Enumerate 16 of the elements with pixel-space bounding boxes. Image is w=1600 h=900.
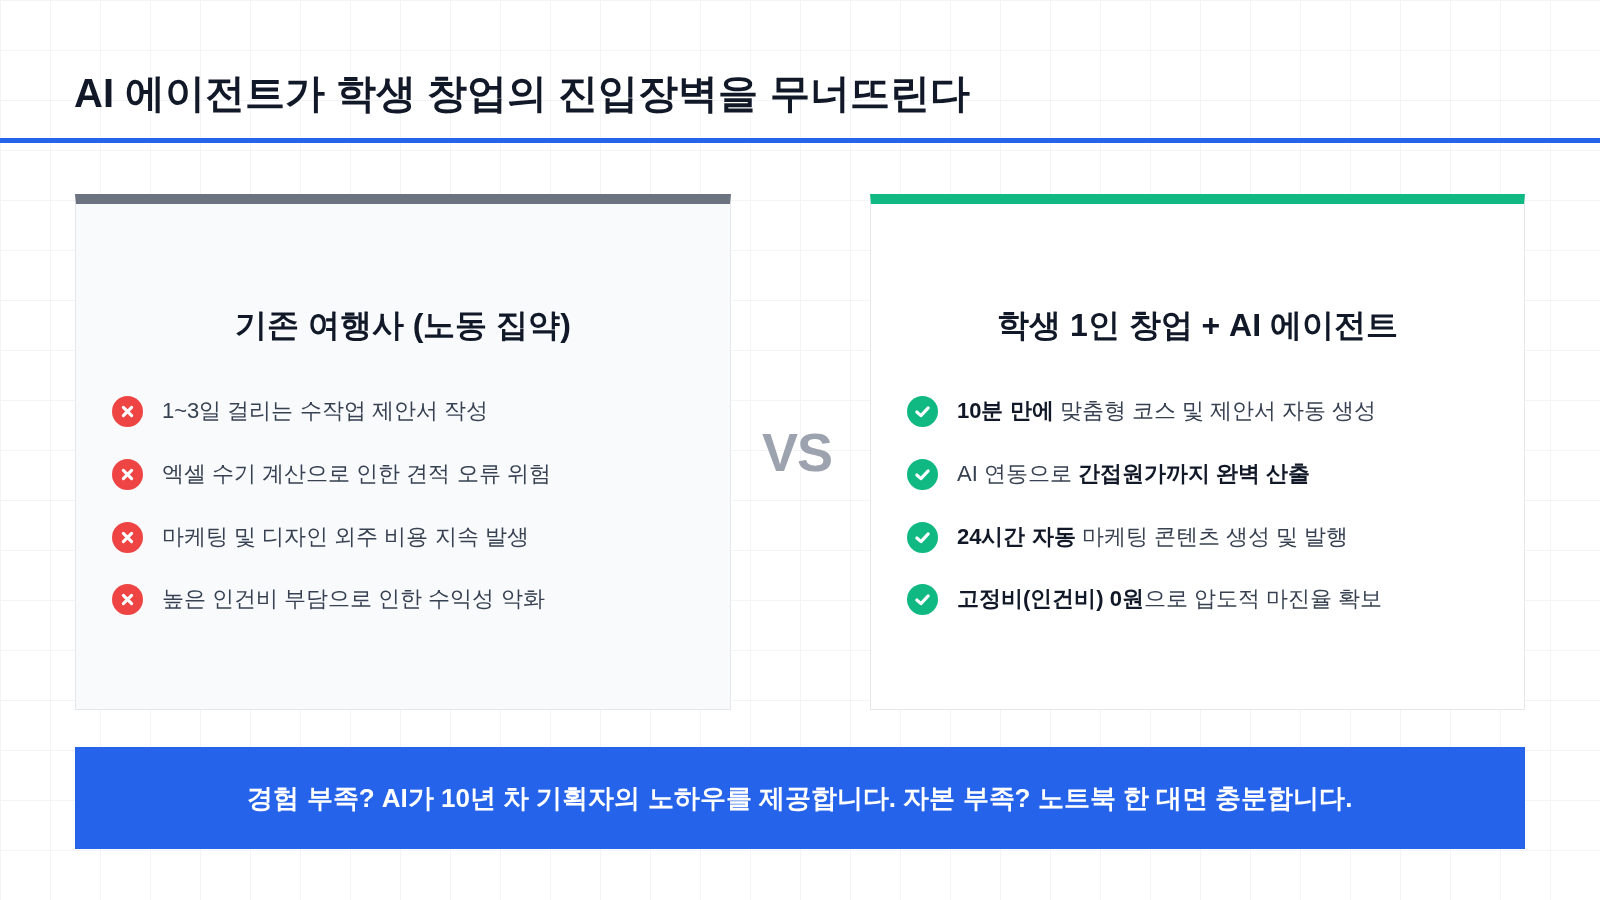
list-item-text: 높은 인건비 부담으로 인한 수익성 악화 xyxy=(162,585,545,613)
banner-text: 경험 부족? AI가 10년 차 기획자의 노하우를 제공합니다. 자본 부족? 노트북 한 대면 충분합니다. xyxy=(246,782,1354,815)
list-item-text: 10분 만에 맞춤형 코스 및 제안서 자동 생성 xyxy=(957,397,1377,425)
panel-heading: 학생 1인 창업 + AI 에이전트 xyxy=(996,306,1399,345)
list-item-text: AI 연동으로 간접원가까지 완벽 산출 xyxy=(957,460,1311,488)
list-item-text: 엑셀 수기 계산으로 인한 견적 오류 위험 xyxy=(162,460,551,488)
slide-title: AI 에이전트가 학생 창업의 진입장벽을 무너뜨린다 xyxy=(74,70,970,117)
list-item-text: 1~3일 걸리는 수작업 제안서 작성 xyxy=(162,397,488,425)
panel-heading: 기존 여행사 (노동 집약) xyxy=(234,306,572,345)
list-item-text: 고정비(인건비) 0원으로 압도적 마진율 확보 xyxy=(957,585,1383,613)
callout-banner xyxy=(75,747,1525,849)
list-item-text: 24시간 자동 마케팅 콘텐츠 생성 및 발행 xyxy=(957,523,1349,551)
comparison-panel xyxy=(870,194,1525,710)
comparison-panel xyxy=(75,194,731,710)
vs-label: VS xyxy=(762,421,833,484)
list-item-text: 마케팅 및 디자인 외주 비용 지속 발생 xyxy=(162,523,529,551)
